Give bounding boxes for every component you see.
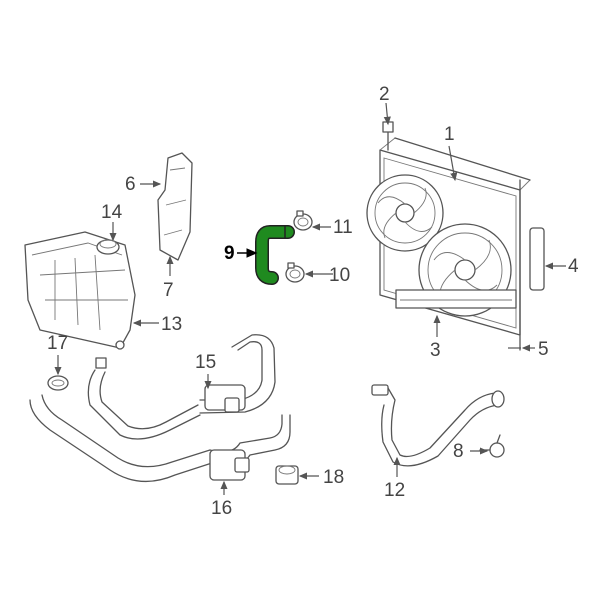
callout-5: 5 (538, 339, 549, 360)
callout-15: 15 (195, 352, 216, 373)
air-deflector (157, 152, 193, 261)
callout-8: 8 (453, 441, 464, 462)
leader-lines (54, 102, 566, 495)
callout-10: 10 (329, 265, 350, 286)
fastener-part-8 (479, 434, 505, 458)
radiator-fan-assembly (366, 121, 545, 351)
callout-18: 18 (323, 467, 344, 488)
callout-13: 13 (161, 314, 182, 335)
upper-hose-part-9 (255, 225, 295, 285)
callout-3: 3 (430, 340, 441, 361)
lower-hoses (29, 334, 291, 483)
callout-14: 14 (101, 202, 123, 223)
hose-part-12 (371, 384, 505, 467)
callout-11: 11 (333, 217, 353, 238)
hose-clamp-11 (293, 210, 313, 231)
callout-7: 7 (163, 280, 174, 301)
hose-clamp-17 (47, 375, 69, 391)
hose-clamp-10 (285, 262, 305, 283)
callout-2: 2 (379, 84, 390, 105)
callout-9: 9 (224, 243, 235, 264)
coolant-reservoir (24, 231, 136, 350)
hose-clamp-18 (275, 465, 299, 485)
callout-12: 12 (384, 480, 405, 501)
callout-4: 4 (568, 256, 579, 277)
callout-17: 17 (47, 333, 68, 354)
callout-6: 6 (125, 174, 136, 195)
callout-1: 1 (444, 124, 455, 145)
callout-labels: 1 2 3 4 5 6 7 8 9 10 11 12 13 14 15 16 1… (47, 84, 579, 519)
callout-16: 16 (211, 498, 232, 519)
